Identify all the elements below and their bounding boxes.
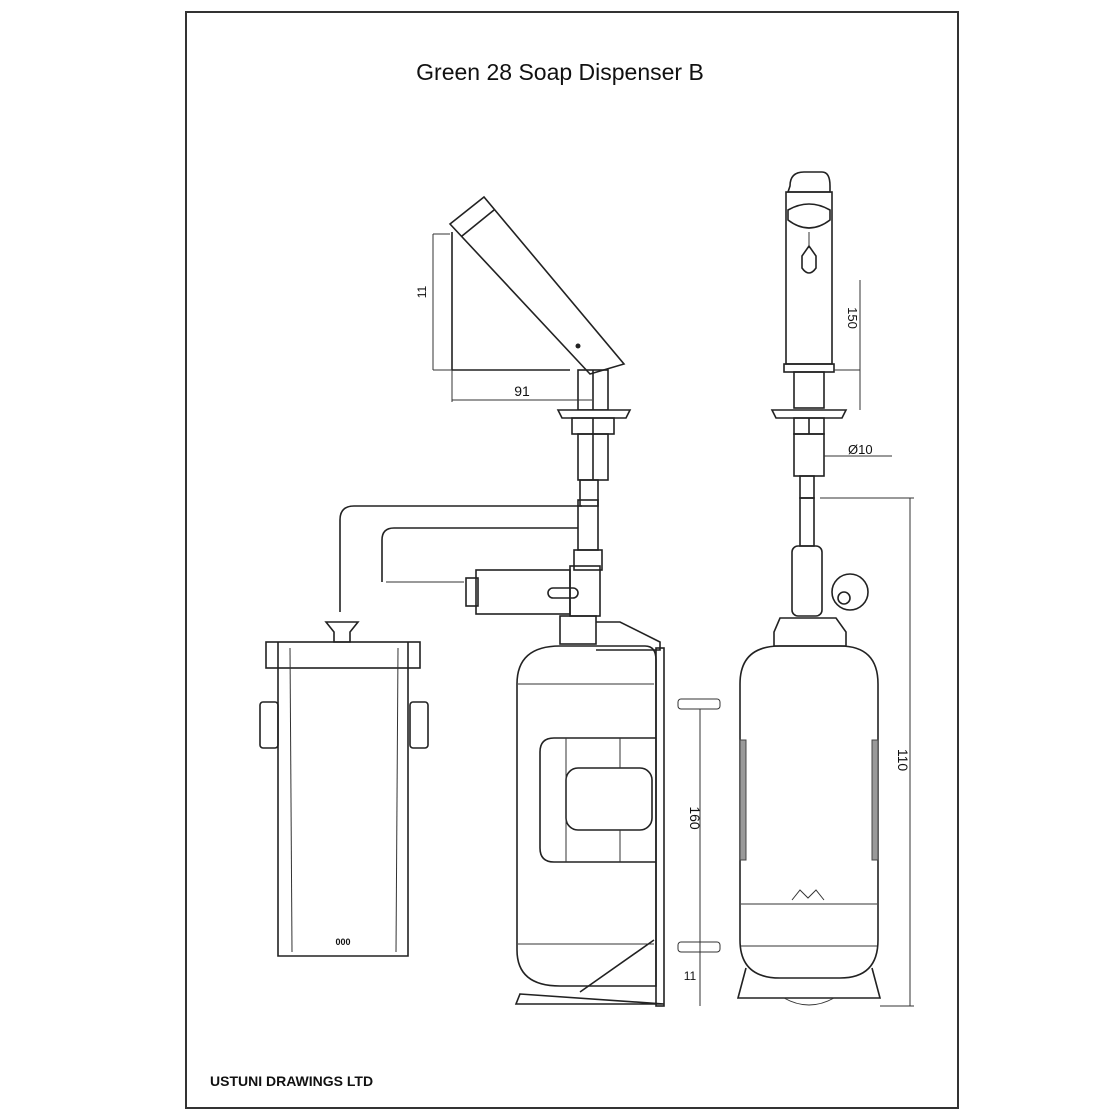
pump-unit: [465, 565, 661, 651]
dim-overall-height: 110: [895, 749, 911, 772]
dim-shank-diameter: Ø10: [848, 442, 873, 457]
front-view-bottle: [736, 497, 882, 1006]
shank-diameter-dimension: Ø10: [824, 442, 892, 457]
reservoir-label: 000: [335, 937, 350, 947]
drawing-title: Green 28 Soap Dispenser B: [416, 59, 704, 85]
bottle-height-dimension: 160 11: [677, 698, 721, 1006]
side-view-spout: [448, 195, 632, 507]
supply-tubes: [339, 499, 603, 612]
dim-bottle-height: 160: [687, 806, 703, 830]
side-view-bottle: [514, 645, 665, 1007]
drawing-frame: [185, 11, 959, 1109]
front-view-spout: [770, 171, 848, 499]
spout-reach-dimension: 91: [451, 370, 592, 402]
soap-reservoir: 000: [259, 621, 429, 957]
drawing-footer: USTUNI DRAWINGS LTD: [210, 1073, 373, 1089]
spout-height-dimension: 11: [415, 233, 452, 371]
dim-spout-height: 11: [415, 285, 429, 298]
dim-base-height: 11: [684, 969, 697, 983]
dim-front-height: 150: [845, 307, 860, 329]
dim-spout-reach: 91: [514, 383, 530, 399]
overall-height-dimension: 110: [820, 497, 914, 1007]
front-height-dimension: 150: [834, 280, 861, 410]
